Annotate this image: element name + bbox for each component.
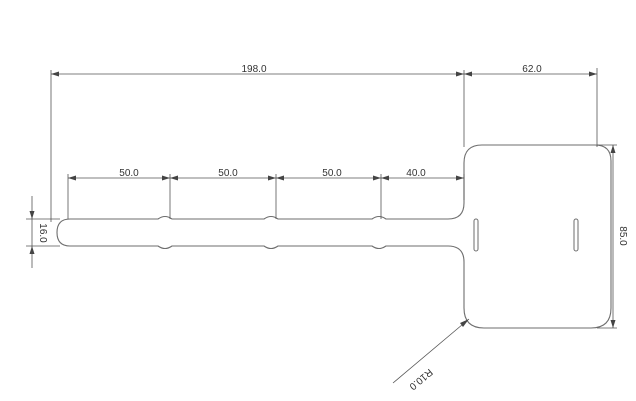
fillet-radius-label: R10.0 xyxy=(407,366,435,392)
dimension-tag-height: 85.0 xyxy=(597,144,628,329)
dimension-segments: 50.0 50.0 50.0 40.0 xyxy=(67,168,465,219)
tag-width-label: 62.0 xyxy=(522,64,542,75)
segment-4-label: 40.0 xyxy=(406,168,426,179)
slot-left xyxy=(473,218,479,252)
dimension-tag-width: 62.0 xyxy=(464,64,598,147)
segment-1-label: 50.0 xyxy=(119,168,139,179)
strip-and-tag-outline xyxy=(56,144,612,329)
overall-length-label: 198.0 xyxy=(241,64,266,75)
part-outline xyxy=(56,144,612,329)
dimension-fillet-radius: R10.0 xyxy=(392,318,470,392)
strip-width-label: 16.0 xyxy=(37,223,48,243)
slot-right xyxy=(573,218,579,252)
segment-3-label: 50.0 xyxy=(322,168,342,179)
dimension-strip-width: 16.0 xyxy=(26,196,60,268)
tag-height-label: 85.0 xyxy=(617,226,628,246)
dimension-overall-length: 198.0 xyxy=(50,64,465,222)
segment-2-label: 50.0 xyxy=(218,168,238,179)
